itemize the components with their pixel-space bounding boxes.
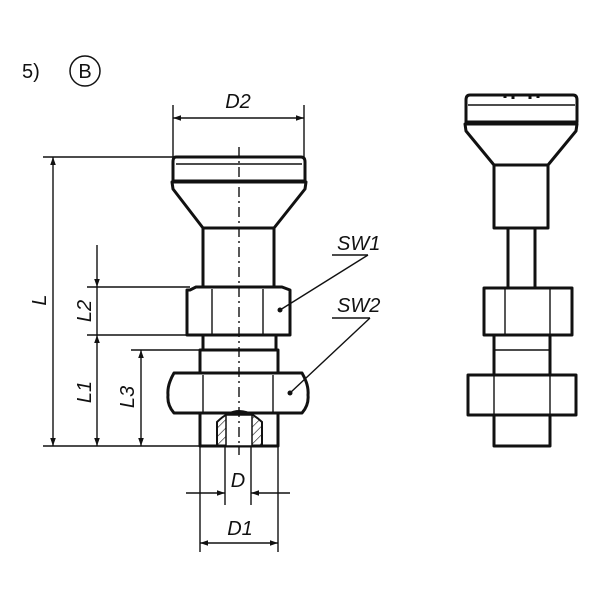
label-l: L bbox=[29, 294, 51, 305]
variant-circle bbox=[69, 55, 101, 87]
front-view-part bbox=[166, 155, 310, 448]
label-l2: L2 bbox=[74, 300, 96, 322]
side-hex-nut-sw1 bbox=[482, 286, 574, 337]
label-l3: L3 bbox=[117, 386, 139, 408]
variant-number: 5) bbox=[22, 61, 40, 83]
side-view-part bbox=[463, 93, 579, 448]
label-d2: D2 bbox=[225, 91, 251, 113]
side-knob-head bbox=[464, 93, 579, 124]
variant-letter: B bbox=[78, 61, 91, 83]
dimensions bbox=[43, 105, 371, 552]
label-l1: L1 bbox=[74, 381, 96, 403]
neck bbox=[201, 226, 276, 289]
label-d1: D1 bbox=[227, 518, 253, 540]
label-d: D bbox=[231, 470, 245, 492]
label-sw2: SW2 bbox=[337, 295, 380, 317]
hex-nut-sw2 bbox=[166, 371, 310, 415]
side-hex-nut-sw2 bbox=[466, 373, 578, 417]
label-sw1: SW1 bbox=[337, 233, 380, 255]
